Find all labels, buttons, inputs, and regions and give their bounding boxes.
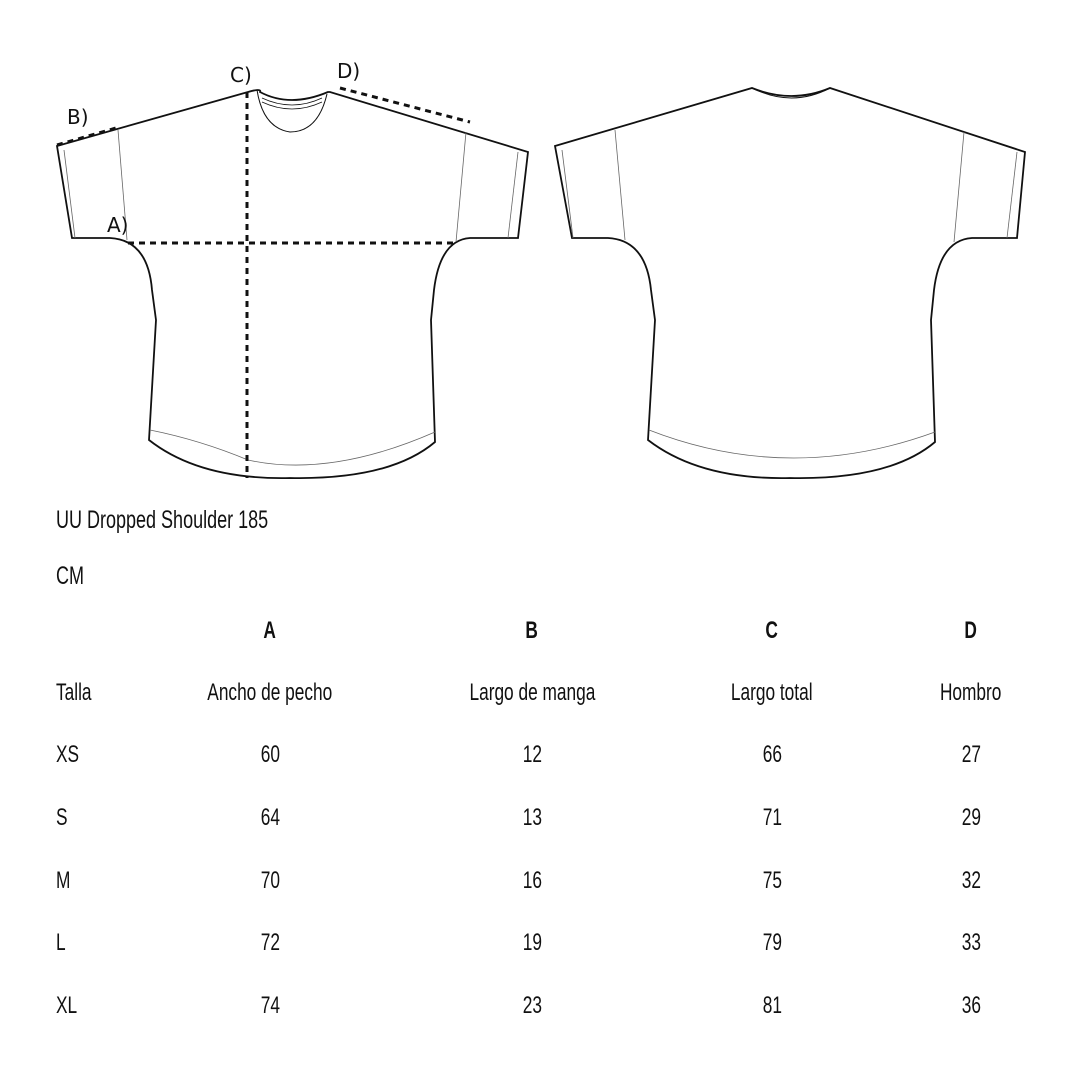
col-letter-d: D — [964, 617, 978, 644]
tshirt-front-view — [55, 89, 529, 479]
col-letter-c: C — [765, 617, 779, 644]
measurement-labels: A) B) C) D) — [67, 59, 360, 237]
row-value-a: 72 — [260, 929, 280, 956]
row-size: XL — [56, 992, 78, 1019]
row-value-c: 66 — [762, 741, 782, 768]
measure-d-shoulder — [339, 86, 471, 124]
row-value-d: 29 — [961, 804, 981, 831]
row-value-b: 13 — [522, 804, 542, 831]
header-total-length: Largo total — [731, 679, 813, 706]
label-c: C) — [230, 63, 252, 87]
label-a: A) — [107, 213, 128, 237]
header-size: Talla — [56, 679, 92, 706]
row-value-a: 64 — [260, 804, 280, 831]
row-size: XS — [56, 741, 80, 768]
tshirt-back-view — [553, 87, 1026, 479]
row-size: L — [56, 929, 66, 956]
header-chest-width: Ancho de pecho — [207, 679, 333, 706]
row-value-a: 70 — [260, 867, 280, 894]
row-size: S — [56, 804, 68, 831]
row-value-c: 75 — [762, 867, 782, 894]
row-value-a: 60 — [260, 741, 280, 768]
row-value-a: 74 — [260, 992, 280, 1019]
row-value-d: 33 — [961, 929, 981, 956]
row-value-c: 71 — [762, 804, 782, 831]
row-value-c: 79 — [762, 929, 782, 956]
row-value-c: 81 — [762, 992, 782, 1019]
row-value-b: 12 — [522, 741, 542, 768]
row-value-b: 19 — [522, 929, 542, 956]
row-value-d: 36 — [961, 992, 981, 1019]
measurement-lines — [56, 86, 471, 478]
label-b: B) — [67, 105, 89, 129]
measure-b-sleeve — [56, 126, 117, 147]
row-value-b: 16 — [522, 867, 542, 894]
col-letter-b: B — [525, 617, 539, 644]
tshirt-technical-drawing: A) B) C) D) — [55, 59, 1026, 479]
label-d: D) — [337, 59, 360, 83]
row-value-d: 27 — [961, 741, 981, 768]
row-size: M — [56, 867, 71, 894]
row-value-d: 32 — [961, 867, 981, 894]
unit-label: CM — [56, 562, 85, 590]
col-letter-a: A — [263, 617, 277, 644]
header-shoulder: Hombro — [940, 679, 1002, 706]
row-value-b: 23 — [522, 992, 542, 1019]
header-sleeve-length: Largo de manga — [469, 679, 595, 706]
product-title: UU Dropped Shoulder 185 — [56, 506, 269, 534]
